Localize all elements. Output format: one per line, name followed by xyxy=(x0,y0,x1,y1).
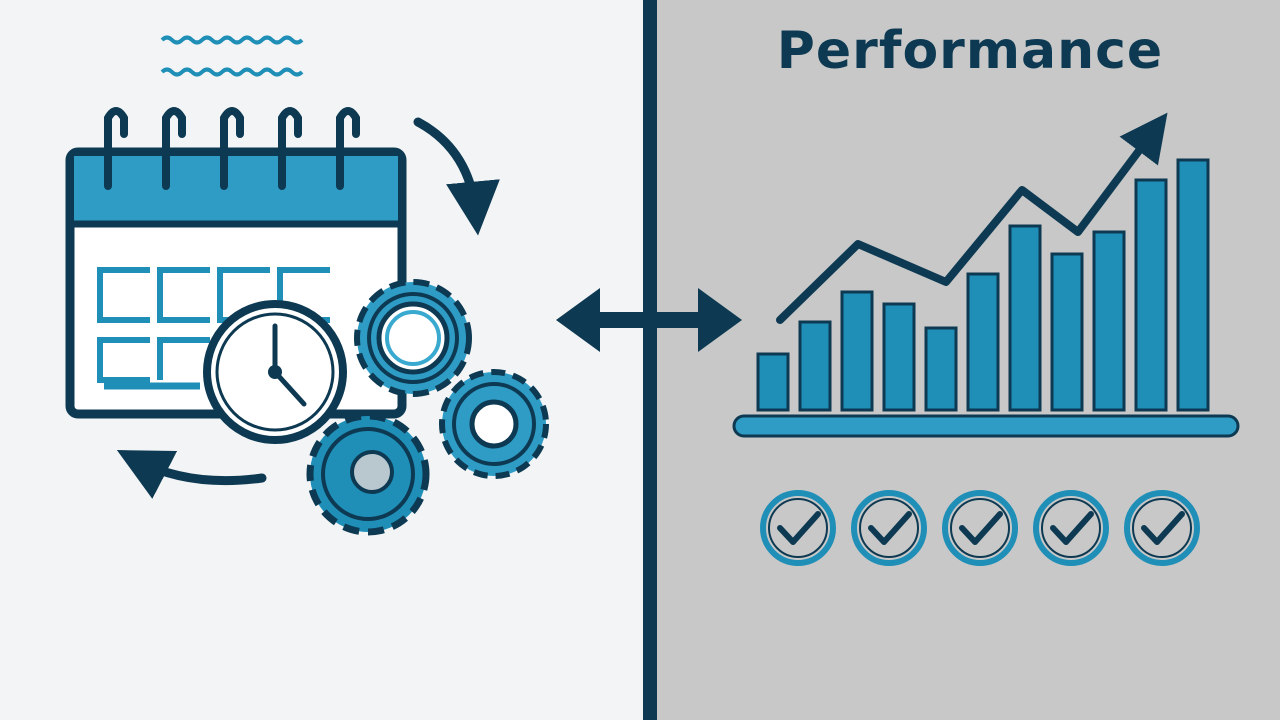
chart-bar xyxy=(1050,252,1084,412)
chart-bar xyxy=(1134,178,1168,412)
gear-icon xyxy=(354,279,472,397)
chart-baseline xyxy=(732,414,1240,438)
gear-icon xyxy=(306,412,430,536)
check-circle-icon xyxy=(942,490,1018,566)
chart-bar xyxy=(1008,224,1042,412)
chart-bar xyxy=(1176,158,1210,412)
check-circle-icon xyxy=(760,490,836,566)
trend-arrow-icon xyxy=(776,112,1168,324)
chart-bar xyxy=(966,272,1000,412)
chart-bar xyxy=(1092,230,1126,412)
squiggle-lines-icon xyxy=(160,35,304,77)
chart-bar xyxy=(882,302,916,412)
check-circle-icon xyxy=(851,490,927,566)
chart-bar xyxy=(840,290,874,412)
double-headed-arrow-icon xyxy=(556,288,742,352)
check-circle-icon xyxy=(1124,490,1200,566)
bar-chart-icon xyxy=(732,158,1240,438)
center-divider xyxy=(643,0,657,720)
gear-icon xyxy=(439,369,549,479)
check-circle-icon xyxy=(1033,490,1109,566)
stopwatch-icon xyxy=(203,300,347,444)
chart-bar xyxy=(924,326,958,412)
chart-title: Performance xyxy=(777,21,1163,81)
chart-bar xyxy=(756,352,790,412)
chart-bar xyxy=(798,320,832,412)
curved-arrow-icon xyxy=(413,117,500,236)
curved-arrow-icon xyxy=(116,450,267,499)
